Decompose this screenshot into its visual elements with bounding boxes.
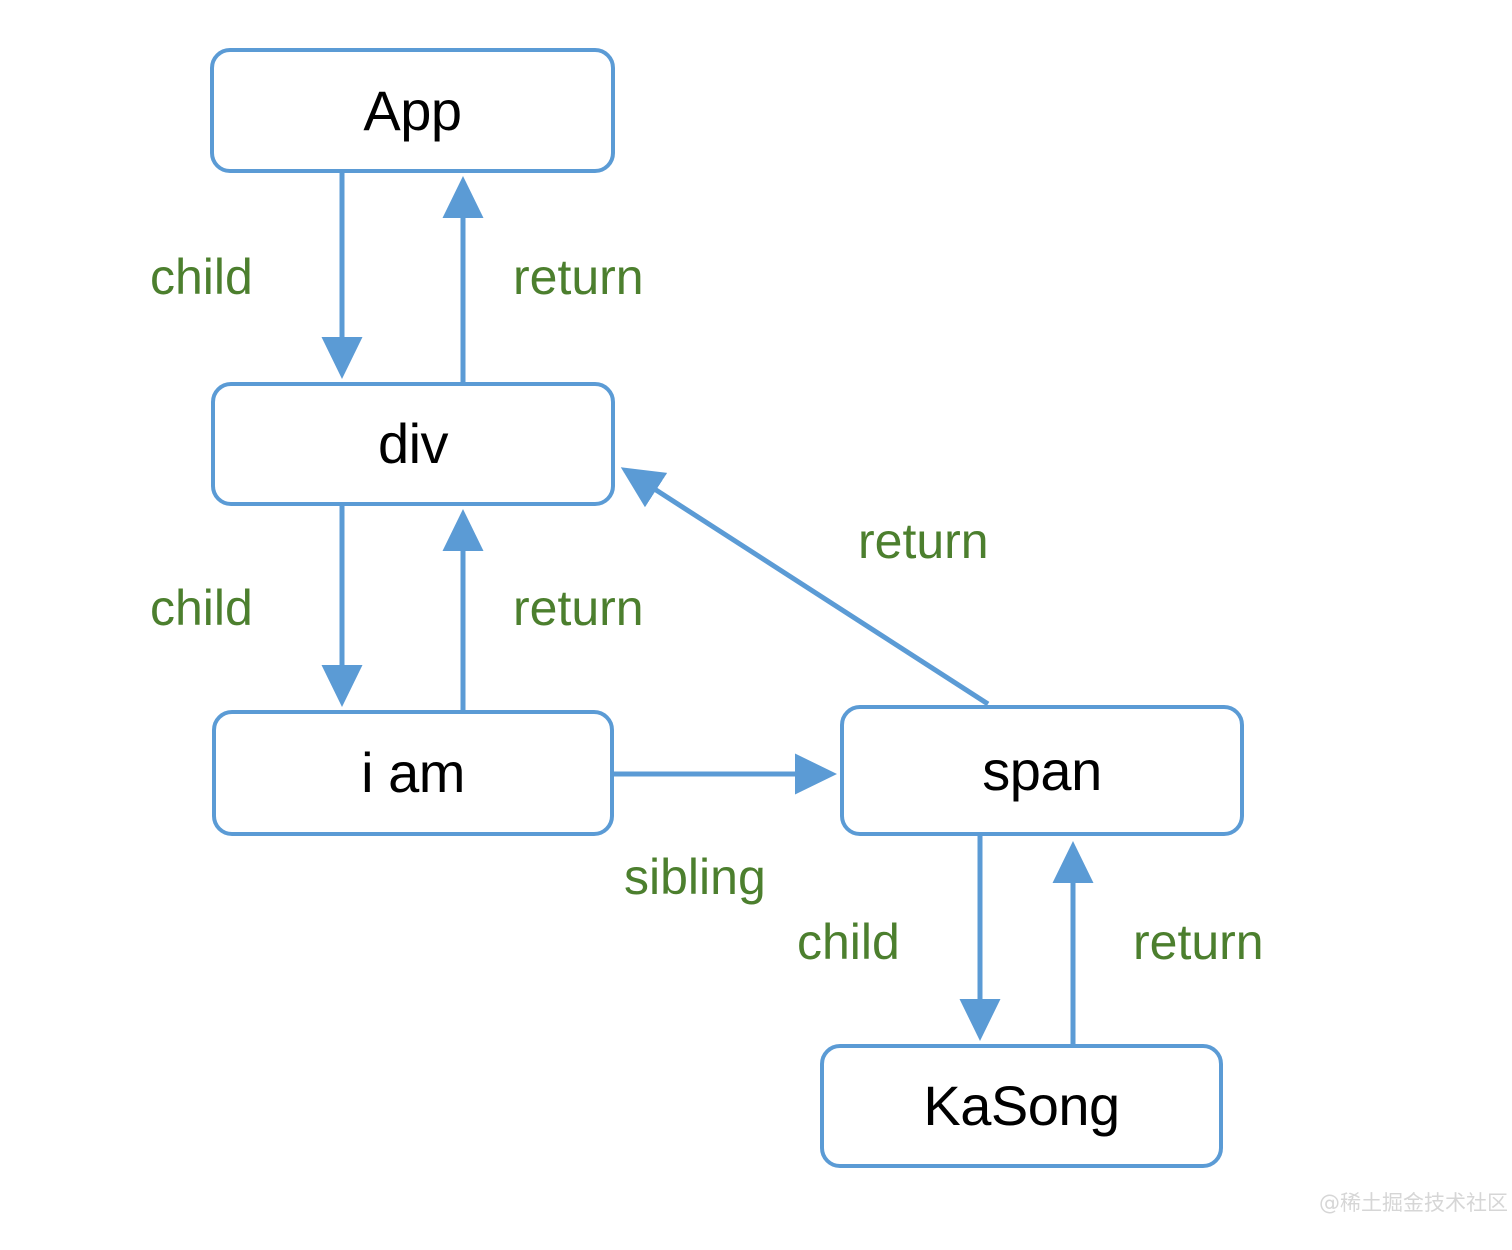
edge-label-div-iam-child: child xyxy=(150,580,253,636)
edge-label-kasong-span-return: return xyxy=(1133,914,1264,970)
node-i-am-label: i am xyxy=(361,741,465,804)
node-app-label: App xyxy=(363,78,462,142)
node-span[interactable]: span xyxy=(840,705,1244,836)
edge-label-span-div-return: return xyxy=(858,513,989,569)
node-div[interactable]: div xyxy=(211,382,615,506)
edge-label-span-kasong-child: child xyxy=(797,914,900,970)
node-span-label: span xyxy=(982,738,1102,802)
edge-label-iam-div-return: return xyxy=(513,580,644,636)
node-div-label: div xyxy=(377,412,449,475)
edge-label-app-div-child: child xyxy=(150,249,253,305)
edge-label-div-app-return: return xyxy=(513,249,644,305)
watermark: @稀土掘金技术社区 xyxy=(1319,1191,1508,1215)
edge-label-iam-span-sibling: sibling xyxy=(624,849,766,905)
edge-span-div-return xyxy=(620,467,990,707)
node-i-am[interactable]: i am xyxy=(212,710,614,836)
node-app[interactable]: App xyxy=(210,48,615,173)
node-kasong[interactable]: KaSong xyxy=(820,1044,1223,1168)
node-kasong-label: KaSong xyxy=(923,1074,1120,1137)
